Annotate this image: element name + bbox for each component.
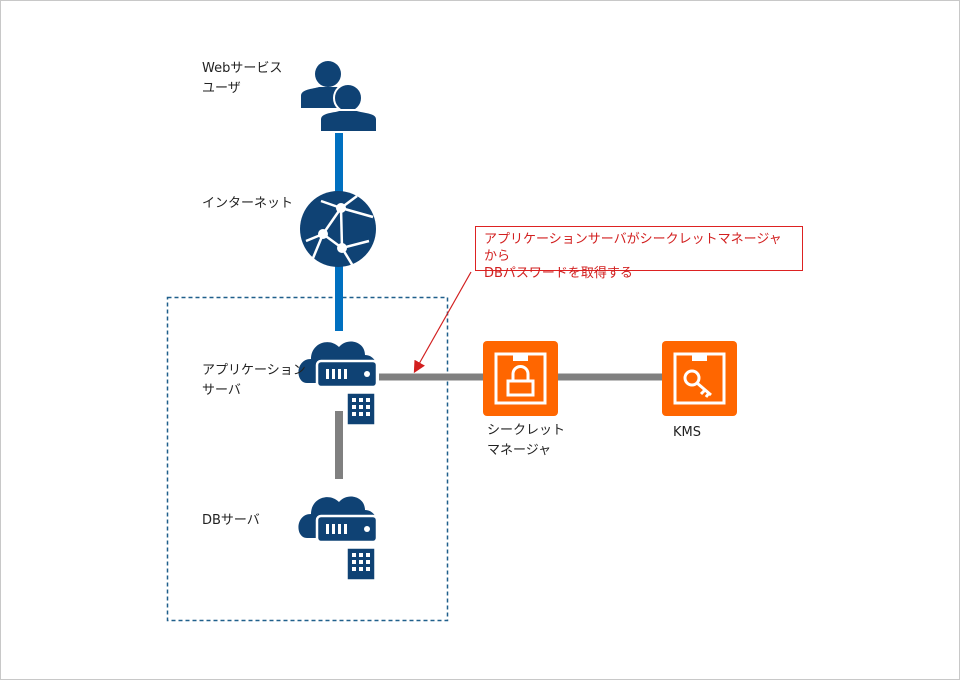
label-internet: インターネット bbox=[202, 196, 294, 211]
globe-network-icon bbox=[300, 191, 376, 267]
label-db-server: DBサーバ bbox=[202, 513, 260, 528]
label-app-server: アプリケーションサーバ bbox=[202, 361, 306, 401]
users-icon bbox=[301, 61, 378, 133]
label-kms: KMS bbox=[673, 425, 701, 440]
label-line: マネージャ bbox=[487, 443, 552, 458]
db-server-icon bbox=[297, 495, 379, 582]
label-web-users: Webサービスユーザ bbox=[202, 59, 282, 99]
callout-note: アプリケーションサーバがシークレットマネージャから DBパスワードを取得する bbox=[475, 226, 803, 281]
secrets-manager-icon bbox=[483, 341, 558, 416]
label-line: Webサービス bbox=[202, 61, 283, 76]
callout-arrow bbox=[413, 271, 472, 374]
label-line: シークレット bbox=[487, 423, 566, 438]
vpc-boundary bbox=[166, 296, 449, 622]
callout-line: アプリケーションサーバがシークレットマネージャから bbox=[484, 232, 782, 264]
kms-icon bbox=[662, 341, 737, 416]
label-line: アプリケーション bbox=[202, 363, 306, 378]
label-line: サーバ bbox=[202, 383, 241, 398]
label-secrets-manager: シークレットマネージャ bbox=[487, 421, 565, 461]
callout-line: DBパスワードを取得する bbox=[484, 266, 633, 281]
label-line: ユーザ bbox=[202, 81, 241, 96]
